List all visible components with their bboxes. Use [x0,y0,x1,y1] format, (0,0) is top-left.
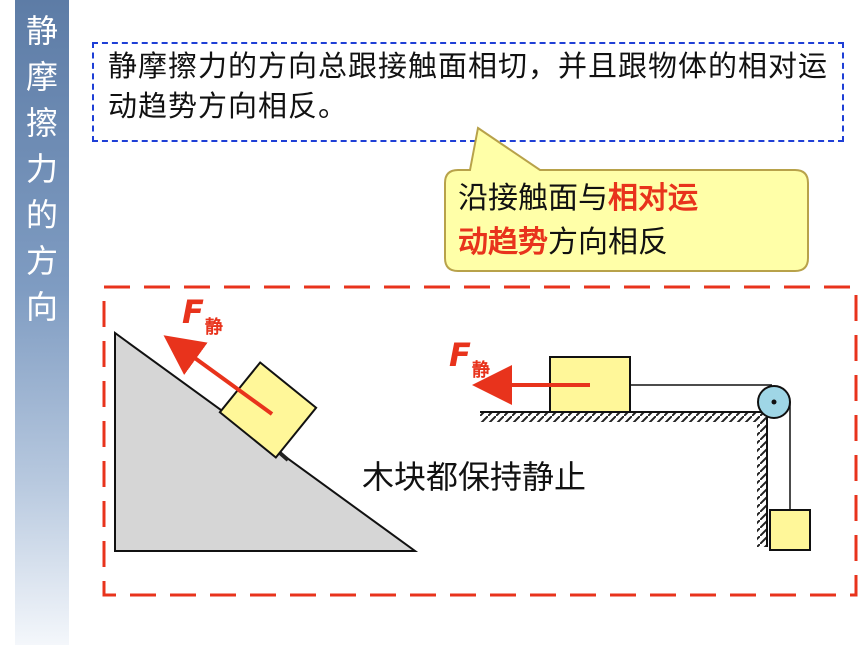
callout-text-part1: 沿接触面与 [458,181,608,216]
callout-text-part2: 方向相反 [548,225,668,260]
incline-force-arrow [163,335,274,416]
force-subscript: 静 [471,360,490,381]
sidebar-title: 静 摩 擦 力 的 方 向 [25,12,58,326]
callout-bubble [444,126,809,272]
table-force-label: F静 [449,336,490,381]
scene-frame [102,285,858,597]
incline-force-label: F静 [182,293,223,338]
force-subscript: 静 [204,317,223,338]
hanging-block [769,509,811,551]
callout-text: 沿接触面与相对运 动趋势方向相反 [458,177,788,265]
callout-highlight-1: 相对运 [608,181,698,216]
sidebar: 静 摩 擦 力 的 方 向 [15,0,69,645]
force-symbol: F [449,336,471,374]
definition-box [92,42,844,142]
table-hatch [480,412,765,422]
force-symbol: F [182,293,204,331]
wall-hatch [757,412,767,547]
callout-highlight-2: 动趋势 [458,225,548,260]
pulley-axle [771,399,777,405]
caption-static: 木块都保持静止 [362,458,587,496]
definition-text: 静摩擦力的方向总跟接触面相切，并且跟物体的相对运动趋势方向相反。 [108,49,829,123]
